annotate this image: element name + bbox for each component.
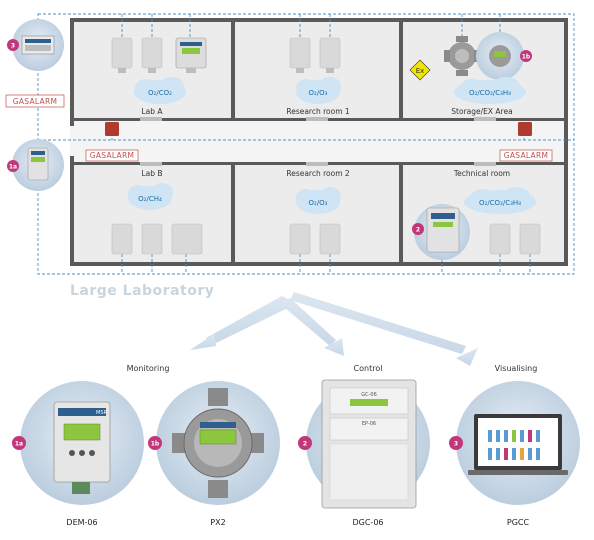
gasalarm-corridor-right: GASALARM <box>499 149 553 162</box>
cloud-research-1 <box>296 77 341 104</box>
cloud-research-2 <box>296 187 341 214</box>
gas-label-research-1: O₂/O₃ <box>309 89 328 97</box>
product-label-dem06: DEM-06 <box>66 518 97 527</box>
flow-arrows <box>190 292 478 366</box>
product-dgc06: GC-06 EP-06 <box>306 379 430 509</box>
svg-text:3: 3 <box>11 43 15 50</box>
sensors-lab-b <box>111 223 203 255</box>
sensors-lab-a <box>111 37 207 73</box>
category-visualising: Visualising <box>495 364 538 373</box>
room-label-research-2: Research room 2 <box>286 169 350 178</box>
dgc-module-mid: EP-06 <box>362 421 376 427</box>
product-label-pgcc: PGCC <box>507 518 530 527</box>
svg-text:1b: 1b <box>522 54 531 61</box>
badge-1b-small: 1b <box>520 50 532 62</box>
ex-label: Ex <box>416 67 425 75</box>
svg-text:3: 3 <box>454 441 458 448</box>
dgc-module-top: GC-06 <box>361 392 377 398</box>
gas-clouds <box>128 77 536 214</box>
diagram-title: Large Laboratory <box>70 283 214 299</box>
category-control: Control <box>354 364 383 373</box>
pgcc-screen-gauges <box>488 430 540 460</box>
gas-label-storage: O₂/CO₂/C₃H₈ <box>469 89 511 97</box>
badge-2-small: 2 <box>412 223 424 235</box>
cloud-storage <box>454 77 526 104</box>
sensors-research-room-1 <box>289 37 341 73</box>
controller-device-3 <box>12 19 64 71</box>
cloud-lab-a <box>134 77 186 104</box>
alarm-horns <box>105 122 532 136</box>
gasalarm-corridor-left: GASALARM <box>85 149 139 162</box>
cloud-lab-b <box>128 183 173 210</box>
room-label-technical: Technical room <box>453 169 510 178</box>
room-label-lab-b: Lab B <box>141 169 162 178</box>
badge-1a-large: 1a <box>12 436 26 450</box>
svg-text:2: 2 <box>416 227 420 234</box>
product-dem06: MSR <box>20 381 144 505</box>
gas-label-technical: O₂/CO₂/C₃H₈ <box>479 199 521 207</box>
svg-text:1a: 1a <box>9 164 17 171</box>
svg-text:1a: 1a <box>15 441 23 448</box>
badge-1a-small: 1a <box>7 160 19 172</box>
room-label-storage: Storage/EX Area <box>451 107 512 116</box>
gas-label-lab-a: O₂/CO₂ <box>148 89 172 97</box>
room-label-research-1: Research room 1 <box>286 107 350 116</box>
badge-3-large: 3 <box>449 436 463 450</box>
sensors-storage-ex <box>444 32 524 80</box>
gas-label-lab-b: O₂/CH₄ <box>138 195 162 203</box>
product-px2 <box>156 381 280 505</box>
gas-label-research-2: O₂/O₃ <box>309 199 328 207</box>
svg-text:2: 2 <box>303 441 307 448</box>
msr-logo: MSR <box>96 410 107 416</box>
ex-zone-symbol: Ex <box>409 59 431 81</box>
gasalarm-corridor-right-text: GASALARM <box>504 151 549 160</box>
sensor-device-1a-small <box>12 139 64 191</box>
gasalarm-left: GASALARM <box>5 94 65 108</box>
sensors-research-room-2 <box>289 223 341 255</box>
sensors-technical-room <box>414 204 541 260</box>
product-label-px2: PX2 <box>210 518 225 527</box>
cloud-technical <box>464 187 536 214</box>
product-label-dgc06: DGC-06 <box>352 518 383 527</box>
gasalarm-left-text: GASALARM <box>13 97 58 106</box>
badge-3-small: 3 <box>7 39 19 51</box>
gasalarm-corridor-left-text: GASALARM <box>90 151 135 160</box>
badge-1b-large: 1b <box>148 436 162 450</box>
badge-2-large: 2 <box>298 436 312 450</box>
category-monitoring: Monitoring <box>127 364 170 373</box>
room-label-lab-a: Lab A <box>141 107 163 116</box>
product-pgcc <box>456 381 580 505</box>
svg-text:1b: 1b <box>151 441 160 448</box>
